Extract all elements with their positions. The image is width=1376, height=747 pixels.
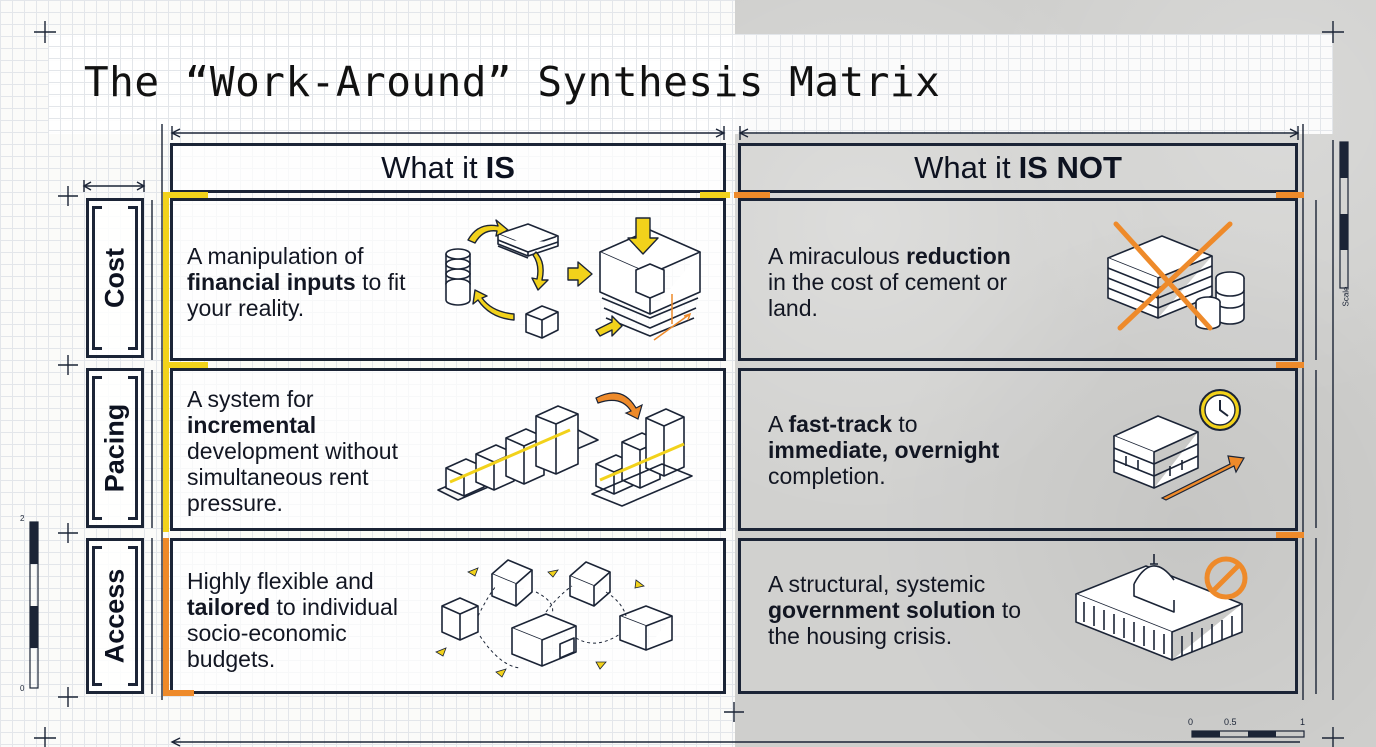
scale-tick-half: 0.5	[1224, 717, 1237, 727]
scale-tick-1: 1	[1300, 717, 1306, 727]
row-label-access: Access	[86, 538, 144, 694]
access-is-not-strong: government solution	[768, 597, 996, 623]
pacing-is-not-strong: fast-track	[788, 411, 893, 437]
bracket-cost-right	[128, 206, 138, 350]
crossed-out-money-icon	[1107, 221, 1245, 331]
cost-is-not-text: A miraculous reduction in the cost of ce…	[768, 243, 1030, 321]
cell-pacing-is-not	[738, 368, 1298, 531]
accent-orange-right-3	[1276, 532, 1304, 538]
title-band	[48, 34, 1333, 134]
bracket-access-left	[92, 546, 102, 686]
column-header-is-pre: What it	[381, 150, 478, 185]
bracket-pacing-left	[92, 376, 102, 520]
row-label-pacing: Pacing	[86, 368, 144, 528]
accent-yellow-top-3	[166, 362, 208, 368]
row-label-cost: Cost	[86, 198, 144, 358]
incremental-blocks-icon	[437, 392, 693, 507]
bracket-pacing-right	[128, 376, 138, 520]
building-clock-icon	[1113, 389, 1245, 501]
matrix-title: The “Work-Around” Synthesis Matrix	[84, 58, 941, 106]
accent-orange-bottom-left	[166, 690, 194, 696]
accent-yellow-top-2	[700, 192, 730, 198]
access-is-text: Highly flexible and tailored to individu…	[187, 568, 419, 672]
accent-yellow-top-1	[166, 192, 208, 198]
pacing-is-after: development without simultaneous rent pr…	[187, 438, 398, 516]
pacing-is-strong: incremental	[187, 412, 317, 438]
cost-is-not-strong: reduction	[906, 243, 1011, 269]
access-is-before: Highly flexible and	[187, 568, 374, 594]
cost-is-after: to fit your reality.	[187, 269, 406, 321]
accent-orange-right-1	[1276, 192, 1304, 198]
bracket-access-right	[128, 546, 138, 686]
accent-orange-right-2	[1276, 362, 1304, 368]
row-label-access-text: Access	[99, 568, 130, 664]
pacing-is-not-text: A fast-track to immediate, overnight com…	[768, 411, 1018, 489]
left-scale-tick-top: 2	[20, 514, 25, 523]
row-label-cost-text: Cost	[99, 248, 130, 308]
bracket-cost-left	[92, 206, 102, 350]
pacing-is-before: A system for	[187, 386, 314, 412]
cost-is-not-after: in the cost of cement or land.	[768, 269, 1008, 321]
column-header-is-strong: IS	[485, 150, 515, 185]
left-scale-tick-bottom: 0	[20, 684, 25, 693]
access-is-not-after: to the housing crisis.	[768, 597, 1022, 649]
access-is-after: to individual socio-economic budgets.	[187, 594, 398, 672]
government-prohibited-icon	[1075, 554, 1248, 661]
pacing-is-not-after2: completion.	[768, 463, 886, 489]
pacing-is-text: A system for incremental development wit…	[187, 386, 427, 516]
pacing-is-not-before: A	[768, 411, 789, 437]
money-cycle-building-icon	[445, 217, 701, 341]
accent-orange-left	[163, 538, 169, 696]
row-label-pacing-text: Pacing	[99, 403, 130, 493]
cost-is-text: A manipulation of financial inputs to fi…	[187, 243, 417, 321]
access-is-not-text: A structural, systemic government soluti…	[768, 571, 1030, 649]
cost-is-not-before: A miraculous	[768, 243, 907, 269]
house-network-icon	[435, 559, 673, 678]
scale-vertical-label: Scale	[1341, 286, 1351, 307]
cost-is-before: A manipulation of	[187, 243, 364, 269]
access-is-not-before: A structural, systemic	[768, 571, 986, 597]
pacing-is-not-after: to	[892, 411, 918, 437]
pacing-is-not-strong2: immediate, overnight	[768, 437, 1000, 463]
access-is-strong: tailored	[187, 594, 271, 620]
cost-is-strong: financial inputs	[187, 269, 356, 295]
column-header-is-not-pre: What it	[914, 150, 1011, 185]
scale-tick-0: 0	[1188, 717, 1194, 727]
accent-orange-top-right-1	[734, 192, 770, 198]
column-header-is-not-strong: IS NOT	[1018, 150, 1122, 185]
